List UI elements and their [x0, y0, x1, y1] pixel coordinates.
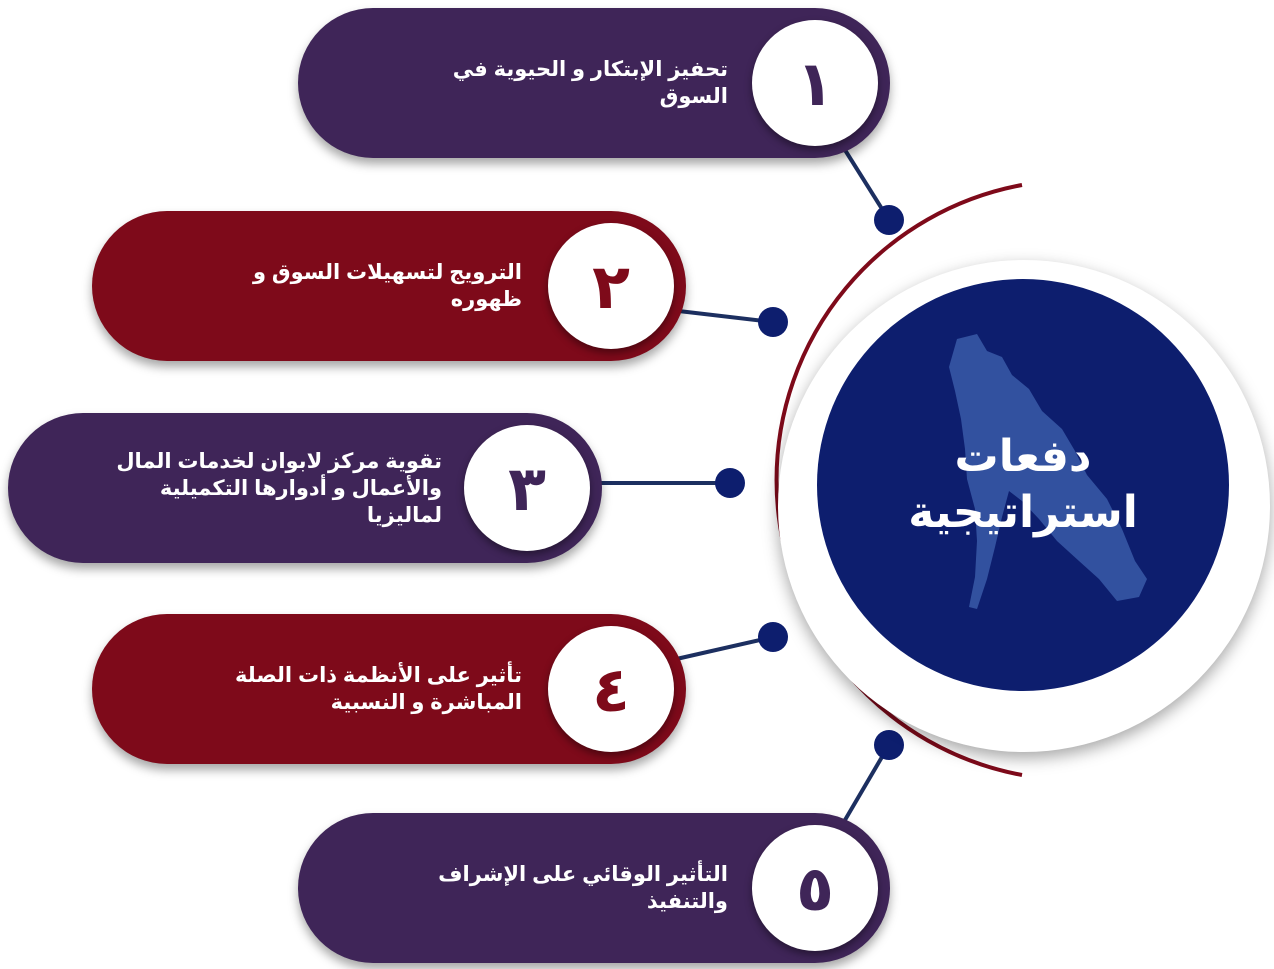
item-3-line-3: لماليزيا — [366, 503, 442, 527]
connector-dot-3 — [715, 468, 745, 498]
item-4-line-1: تأثير على الأنظمة ذات الصلة — [235, 664, 522, 687]
item-4-line-2: المباشرة و النسبية — [330, 691, 522, 714]
item-5-pill: التأثير الوقائي على الإشراف والتنفيذ ٥ — [298, 813, 890, 963]
hub-arc — [774, 183, 1023, 777]
item-1-line-2: السوق — [659, 85, 728, 108]
hub-title-line-1: دفعات — [954, 432, 1092, 481]
map-silhouette-icon — [949, 334, 1147, 609]
item-4-number-badge: ٤ — [548, 626, 674, 752]
connector-dot-2 — [758, 307, 788, 337]
connector-dot-1 — [874, 205, 904, 235]
item-4-text: تأثير على الأنظمة ذات الصلة المباشرة و ا… — [212, 614, 522, 764]
item-5-line-1: التأثير الوقائي على الإشراف — [438, 863, 728, 886]
item-1-text: تحفيز الإبتكار و الحيوية في السوق — [428, 8, 728, 158]
hub-title: دفعات استراتيجية — [817, 279, 1229, 691]
item-3-pill: تقوية مركز لابوان لخدمات المال والأعمال … — [8, 413, 602, 563]
connector-dot-5 — [874, 730, 904, 760]
item-3-text: تقوية مركز لابوان لخدمات المال والأعمال … — [42, 413, 442, 563]
item-5-number-badge: ٥ — [752, 825, 878, 951]
item-2-line-2: ظهوره — [450, 288, 522, 311]
item-2-text: الترويج لتسهيلات السوق و ظهوره — [212, 211, 522, 361]
connector-line-4 — [671, 635, 774, 662]
item-2-number-badge: ٢ — [548, 223, 674, 349]
item-5-line-2: والتنفيذ — [646, 890, 728, 913]
item-2-pill: الترويج لتسهيلات السوق و ظهوره ٢ — [92, 211, 686, 361]
item-1-number-badge: ١ — [752, 20, 878, 146]
connector-dot-4 — [758, 622, 788, 652]
item-1-line-1: تحفيز الإبتكار و الحيوية في — [452, 58, 728, 81]
item-4-pill: تأثير على الأنظمة ذات الصلة المباشرة و ا… — [92, 614, 686, 764]
item-3-number-badge: ٣ — [464, 425, 590, 551]
hub-circle: دفعات استراتيجية — [817, 279, 1229, 691]
item-1-pill: تحفيز الإبتكار و الحيوية في السوق ١ — [298, 8, 890, 158]
item-2-line-1: الترويج لتسهيلات السوق و — [252, 261, 522, 284]
hub-title-line-2: استراتيجية — [908, 488, 1138, 537]
item-3-line-2: والأعمال و أدوارها التكميلية — [159, 476, 442, 500]
item-5-text: التأثير الوقائي على الإشراف والتنفيذ — [428, 813, 728, 963]
item-3-line-1: تقوية مركز لابوان لخدمات المال — [116, 449, 442, 473]
connector-line-2 — [669, 308, 774, 324]
